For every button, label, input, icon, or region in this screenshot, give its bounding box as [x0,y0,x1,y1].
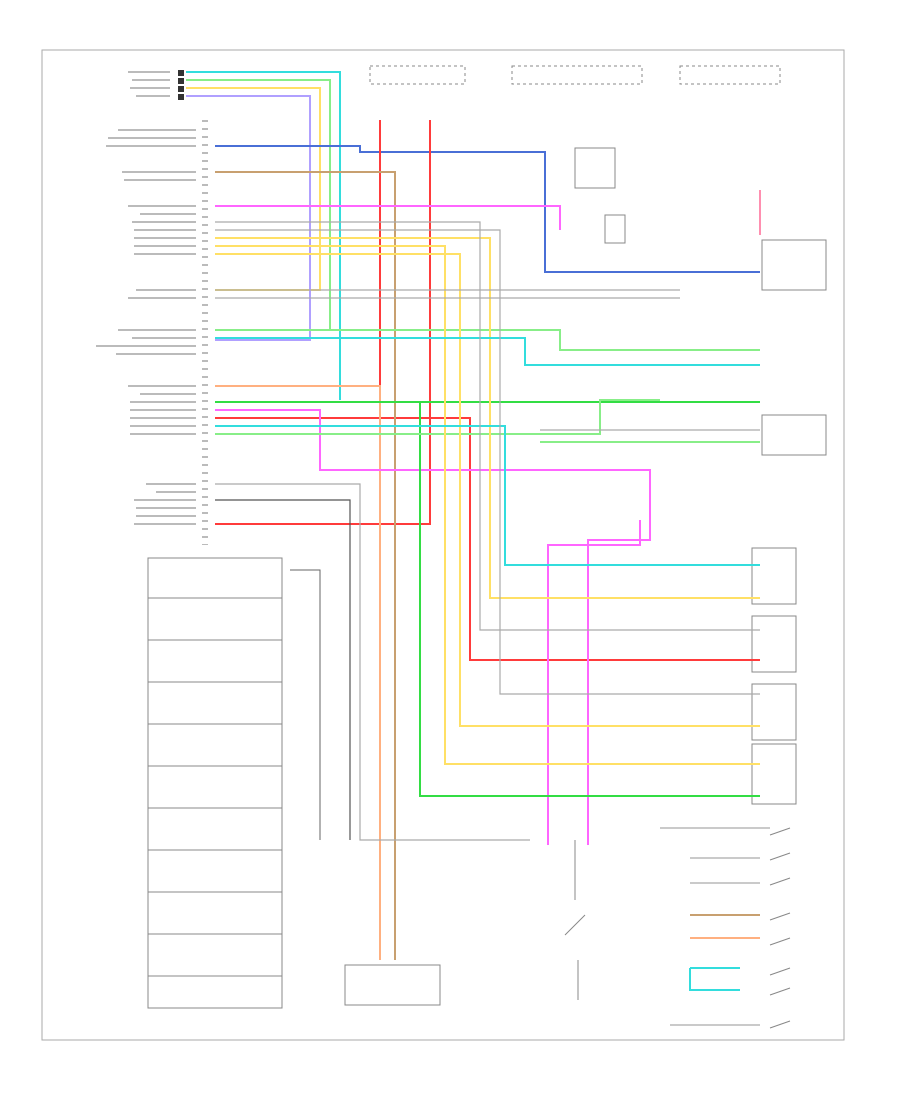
solenoid-block [147,557,283,1009]
top-left-connector [178,70,184,100]
block-to-ground [290,569,321,840]
wheel-sensor-boxes [751,547,797,805]
powertrain-module [344,964,441,1006]
diagram-border [41,49,845,1041]
left-label-stubs [96,71,196,525]
wire-network [186,71,770,1026]
top-right-box [761,239,827,291]
sensor-box [761,414,827,456]
top-relays [369,65,781,244]
switch-group [769,827,791,1029]
center-bottom-switch [564,840,586,1000]
